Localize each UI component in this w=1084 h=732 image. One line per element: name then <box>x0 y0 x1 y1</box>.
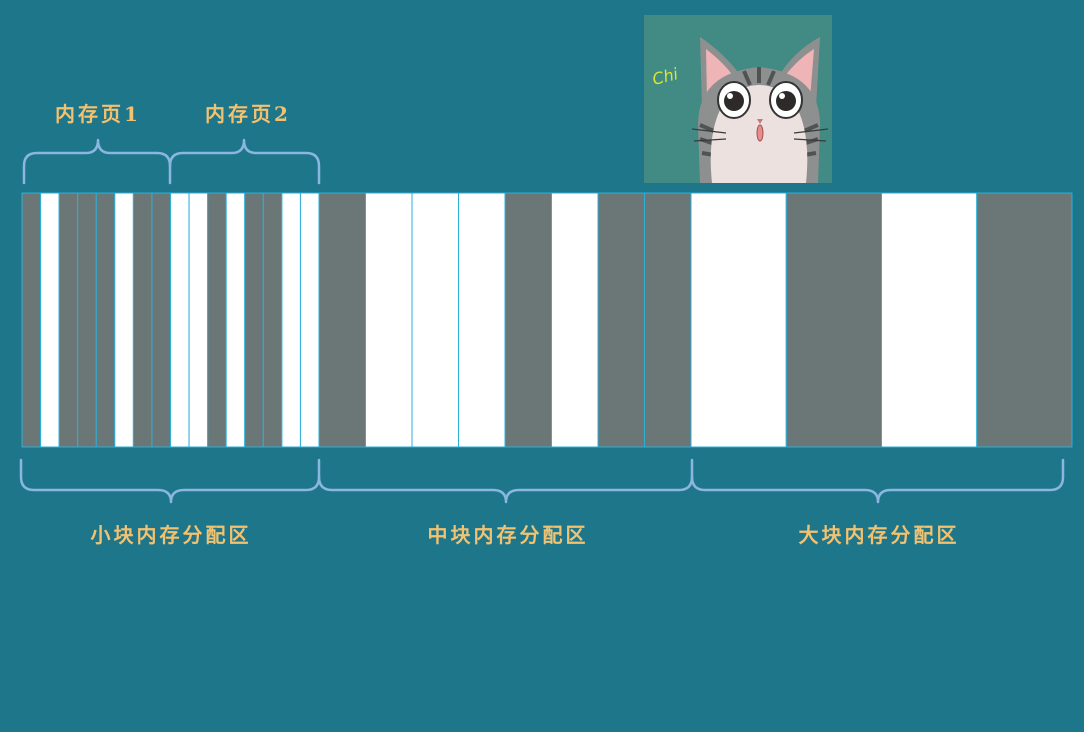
large-region-label: 大块内存分配区 <box>798 523 960 547</box>
medium-block-free <box>365 192 413 448</box>
medium-block-used <box>318 192 366 448</box>
small-block-used <box>21 192 42 448</box>
memory-blocks <box>21 192 1073 448</box>
small-block-used <box>58 192 79 448</box>
small-block-used <box>151 192 172 448</box>
medium-region-brace <box>317 458 694 504</box>
large-region-brace <box>690 458 1065 504</box>
small-block-used <box>77 192 97 448</box>
medium-region-label: 中块内存分配区 <box>427 523 589 547</box>
medium-block-free <box>551 192 599 448</box>
medium-block-used <box>504 192 552 448</box>
page1-label: 内存页1 <box>55 102 141 126</box>
small-block-used <box>262 192 283 448</box>
large-block-free <box>881 192 978 448</box>
large-block-free <box>690 192 787 448</box>
small-block-used <box>132 192 153 448</box>
large-block-used <box>976 192 1073 448</box>
medium-block-free <box>458 192 506 448</box>
small-block-used <box>244 192 264 448</box>
page2-brace <box>168 138 321 185</box>
page2-label: 内存页2 <box>205 102 291 126</box>
small-region-label: 小块内存分配区 <box>90 523 252 547</box>
page1-brace <box>22 138 172 185</box>
medium-block-used <box>644 192 692 448</box>
small-block-used <box>95 192 116 448</box>
medium-block-used <box>597 192 645 448</box>
small-block-free <box>225 192 246 448</box>
cat-avatar: Chi <box>644 15 832 183</box>
small-block-used <box>207 192 227 448</box>
small-region-brace <box>19 458 321 504</box>
small-block-free <box>281 192 301 448</box>
large-block-used <box>785 192 882 448</box>
medium-block-free <box>411 192 459 448</box>
small-block-free <box>188 192 209 448</box>
small-block-free <box>170 192 190 448</box>
small-block-free <box>40 192 60 448</box>
small-block-free <box>114 192 134 448</box>
small-block-free <box>299 192 320 448</box>
braces <box>19 138 1065 504</box>
